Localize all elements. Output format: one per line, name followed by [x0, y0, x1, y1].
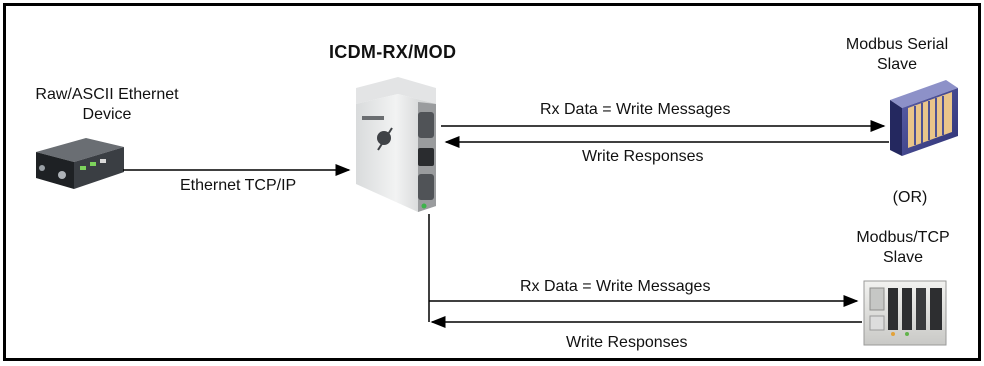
tcp-request-label: Rx Data = Write Messages	[520, 278, 711, 295]
serial-slave-icon	[890, 80, 958, 156]
tcp-slave-label-line2: Slave	[882, 249, 924, 266]
ethernet-device-label-line1: Raw/ASCII Ethernet	[35, 86, 179, 103]
serial-request-label: Rx Data = Write Messages	[540, 101, 731, 118]
serial-slave-label-line1: Modbus Serial	[845, 36, 949, 53]
serial-slave-label-line2: Slave	[876, 56, 918, 73]
or-label: (OR)	[892, 189, 928, 206]
serial-slave-label: Modbus Serial Slave	[832, 35, 962, 75]
ethernet-link-label: Ethernet TCP/IP	[180, 177, 297, 194]
gateway-icon	[356, 77, 436, 212]
tcp-slave-icon	[863, 280, 947, 346]
ethernet-device-icon	[36, 138, 124, 189]
diagram-border	[3, 3, 981, 361]
tcp-response-label: Write Responses	[566, 334, 688, 351]
ethernet-device-label: Raw/ASCII Ethernet Device	[8, 85, 206, 125]
gateway-title: ICDM-RX/MOD	[329, 42, 457, 62]
ethernet-device-label-line2: Device	[82, 106, 132, 123]
tcp-slave-label-line1: Modbus/TCP	[856, 229, 950, 246]
tcp-slave-label: Modbus/TCP Slave	[838, 228, 968, 268]
serial-response-label: Write Responses	[582, 148, 704, 165]
